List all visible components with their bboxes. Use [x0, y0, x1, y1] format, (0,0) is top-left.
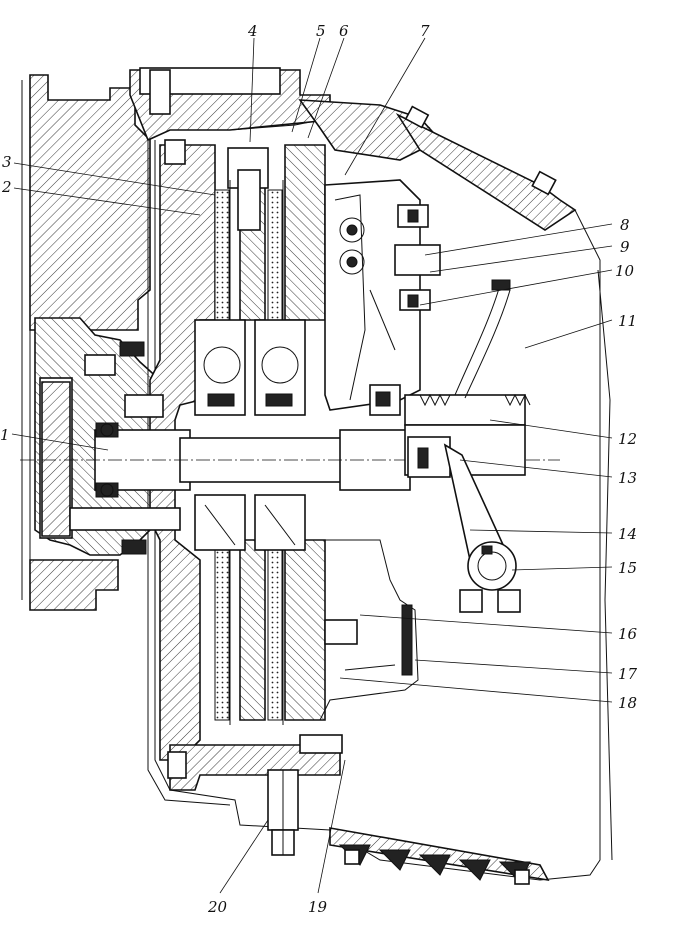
release-levers [324, 179, 421, 411]
callout-20: 20 [207, 898, 228, 916]
callout-labels: 1 2 3 4 5 6 7 8 9 10 11 12 13 14 15 16 1… [0, 22, 638, 916]
callout-8: 8 [620, 216, 630, 234]
callout-14: 14 [618, 525, 637, 543]
release-bracket [394, 204, 441, 311]
clutch-housing [129, 67, 442, 831]
callout-7: 7 [420, 22, 430, 40]
callout-13: 13 [618, 469, 637, 487]
pilot-bearing [69, 341, 181, 555]
transmission-housing [329, 105, 613, 885]
callout-11: 11 [618, 312, 637, 330]
callout-18: 18 [618, 694, 637, 712]
callout-17: 17 [618, 665, 638, 683]
callout-2: 2 [1, 178, 12, 196]
callout-1: 1 [0, 426, 10, 444]
release-fork [443, 443, 521, 613]
primary-shaft [20, 422, 560, 498]
callout-15: 15 [618, 559, 637, 577]
callout-4: 4 [247, 22, 258, 40]
callout-10: 10 [615, 262, 635, 280]
driven-discs [214, 180, 284, 725]
leader-lines [11, 37, 613, 894]
bottom-bolt [267, 769, 299, 856]
callout-12: 12 [618, 430, 637, 448]
lube-hose [454, 279, 511, 399]
callout-19: 19 [308, 898, 328, 916]
callout-3: 3 [2, 153, 12, 171]
callout-16: 16 [618, 625, 638, 643]
crankshaft-flange [34, 317, 161, 556]
damper-hubs [194, 319, 306, 551]
pressure-plates [227, 144, 326, 721]
callout-6: 6 [339, 22, 349, 40]
callout-5: 5 [316, 22, 326, 40]
engine-block [21, 74, 151, 611]
callout-9: 9 [620, 238, 630, 256]
lower-cover [299, 539, 419, 754]
